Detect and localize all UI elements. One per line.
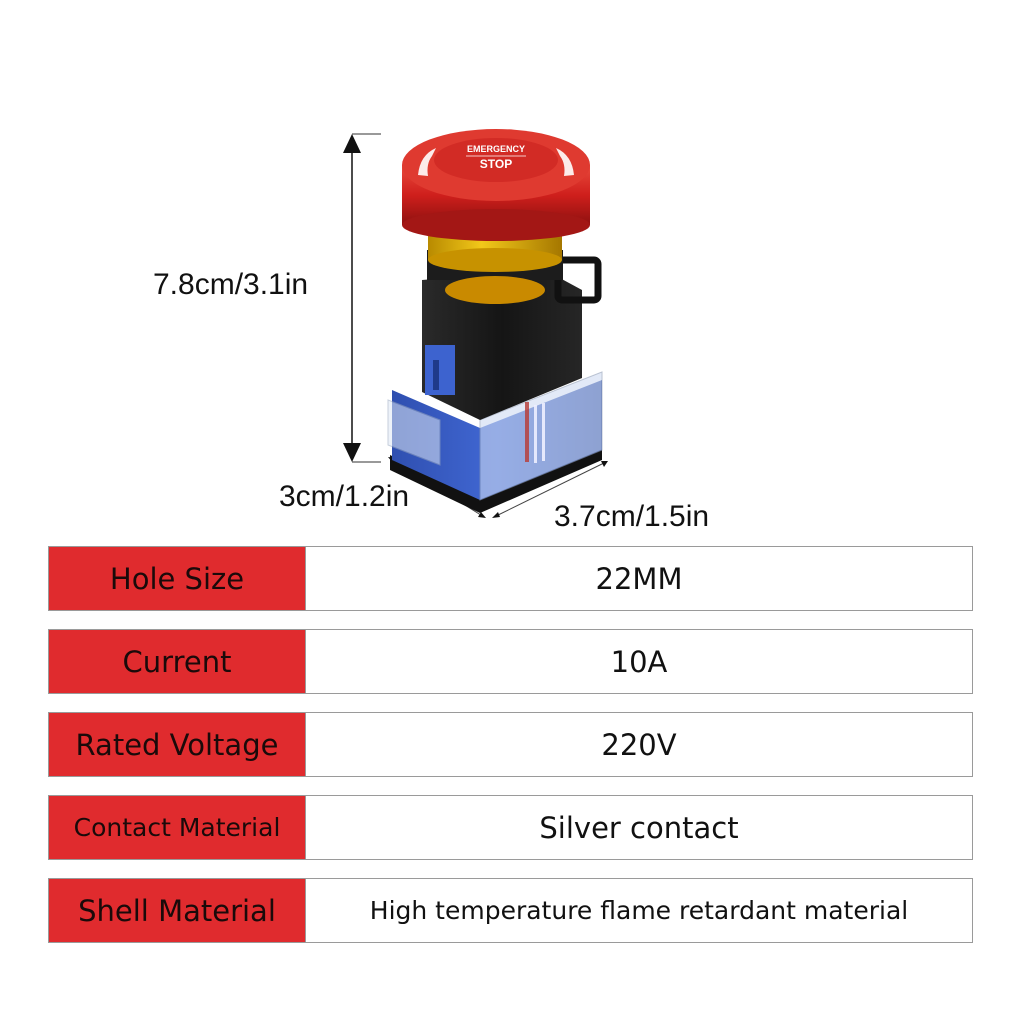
- spec-label: Contact Material: [49, 796, 306, 859]
- cap-text-emergency: EMERGENCY: [467, 144, 525, 154]
- arrow-up-icon: [343, 134, 361, 153]
- spec-row-shell-material: Shell Material High temperature flame re…: [48, 878, 973, 943]
- cap-text-stop: STOP: [480, 157, 512, 171]
- height-dimension-label: 7.8cm/3.1in: [153, 268, 309, 301]
- spec-value: 10A: [610, 644, 668, 679]
- spec-value: High temperature flame retardant materia…: [369, 896, 909, 925]
- spec-label: Rated Voltage: [49, 713, 306, 776]
- spec-label: Current: [49, 630, 306, 693]
- spec-row-current: Current 10A: [48, 629, 973, 694]
- spec-value: Silver contact: [539, 810, 739, 845]
- emergency-stop-button-image: EMERGENCY STOP: [340, 120, 640, 540]
- depth-dimension-label: 3cm/1.2in: [279, 480, 410, 513]
- spec-label: Hole Size: [49, 547, 306, 610]
- spec-row-hole-size: Hole Size 22MM: [48, 546, 973, 611]
- spec-row-rated-voltage: Rated Voltage 220V: [48, 712, 973, 777]
- width-dimension-label: 3.7cm/1.5in: [554, 500, 710, 533]
- black-housing: [422, 270, 582, 420]
- spec-value: 220V: [601, 727, 677, 762]
- spec-value: 22MM: [595, 561, 683, 596]
- spec-label: Shell Material: [49, 879, 306, 942]
- arrow-down-icon: [343, 443, 361, 462]
- spec-row-contact-material: Contact Material Silver contact: [48, 795, 973, 860]
